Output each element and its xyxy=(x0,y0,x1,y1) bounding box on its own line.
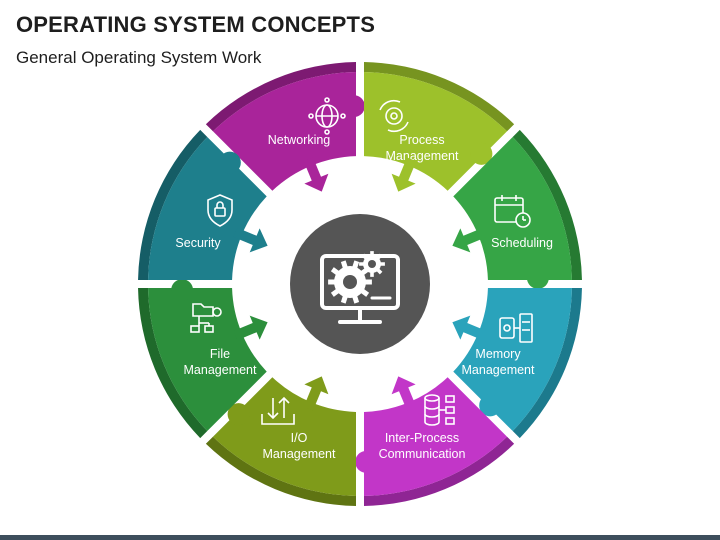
segment-label-line: File xyxy=(210,347,230,361)
segment-body xyxy=(212,72,357,191)
arrow-memory-management xyxy=(452,315,487,341)
center-gear-large xyxy=(328,260,372,304)
segment-body xyxy=(453,136,572,281)
calendar-clock-icon xyxy=(494,195,531,228)
segment-label-line: Communication xyxy=(379,447,466,461)
shield-lock-icon xyxy=(207,194,233,227)
arrow-io-management xyxy=(303,376,329,411)
arrow-process-management xyxy=(391,157,417,192)
arrow-networking xyxy=(303,157,329,192)
gear-cycle-icon xyxy=(379,99,409,133)
segment-label-line: Management xyxy=(462,363,535,377)
segment-label: Networking xyxy=(268,133,331,147)
globe-network-icon xyxy=(308,97,346,135)
segment-label-line: Management xyxy=(263,447,336,461)
segment-rim xyxy=(138,287,208,439)
center-gear-small xyxy=(359,251,385,277)
database-network-icon xyxy=(424,394,455,426)
segment-io-management: I/O Management xyxy=(205,377,357,506)
segment-label-line: Scheduling xyxy=(491,236,553,250)
segment-knob xyxy=(470,142,493,165)
segment-label-line: Management xyxy=(184,363,257,377)
segment-scheduling: Scheduling xyxy=(453,129,582,289)
segment-knob xyxy=(171,279,194,302)
segment-label-line: Process xyxy=(399,133,444,147)
segment-rim xyxy=(138,129,208,281)
segment-label-line: Inter-Process xyxy=(385,431,459,445)
segment-label: Security xyxy=(175,236,221,250)
segment-rim xyxy=(205,62,357,132)
segment-knob xyxy=(218,151,241,174)
arrow-scheduling xyxy=(452,227,487,253)
page-title: OPERATING SYSTEM CONCEPTS xyxy=(16,12,376,37)
folder-structure-icon xyxy=(190,303,222,333)
segment-rim xyxy=(363,436,515,506)
segment-label-line: Networking xyxy=(268,133,331,147)
segment-knob xyxy=(355,450,378,473)
segment-security: Security xyxy=(138,129,267,281)
arrow-file-management xyxy=(233,315,268,341)
segment-label-line: Management xyxy=(386,149,459,163)
upload-download-icon xyxy=(261,396,295,425)
inner-ring xyxy=(236,160,484,408)
segment-body xyxy=(453,287,572,432)
segment-label: Scheduling xyxy=(491,236,553,250)
segment-rim xyxy=(512,129,582,281)
footer-bar xyxy=(0,535,720,540)
segment-label: I/O Management xyxy=(263,431,336,461)
arrow-inter-process-communication xyxy=(391,376,417,411)
segment-knob xyxy=(227,403,250,426)
segment-knob xyxy=(342,95,365,118)
memory-chip-icon xyxy=(499,313,533,343)
segment-knob xyxy=(479,394,502,417)
page-subtitle: General Operating System Work xyxy=(16,48,262,67)
segment-rim xyxy=(512,287,582,439)
segment-label-line: I/O xyxy=(291,431,308,445)
segment-knob xyxy=(526,266,549,289)
segment-body xyxy=(212,377,357,496)
segment-body xyxy=(363,377,508,496)
computer-gears-icon xyxy=(320,254,400,324)
segment-rim xyxy=(205,436,357,506)
segment-networking: Networking xyxy=(205,62,365,191)
segment-label-line: Memory xyxy=(475,347,521,361)
center-hub xyxy=(290,214,430,354)
segment-rim xyxy=(363,62,515,132)
segment-body xyxy=(148,287,267,432)
segment-label-line: Security xyxy=(175,236,221,250)
arrow-security xyxy=(233,227,268,253)
